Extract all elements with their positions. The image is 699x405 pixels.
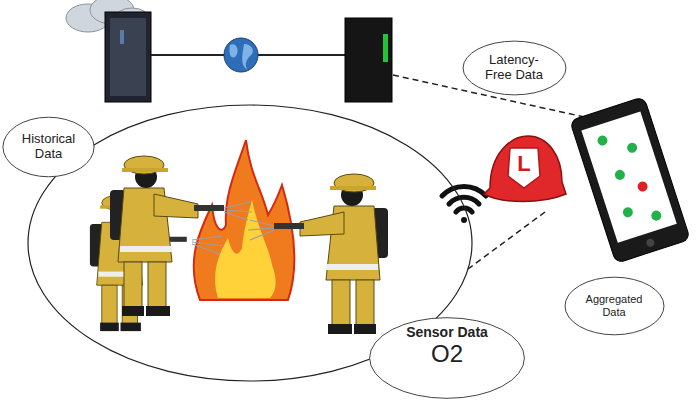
globe	[224, 38, 258, 72]
fire-part	[194, 140, 295, 300]
edge-server	[345, 18, 392, 102]
node-label: Historical Data	[16, 132, 81, 162]
helmet-badge: L	[482, 132, 566, 212]
tablet-part	[645, 238, 655, 248]
wifi-symbol-part	[449, 197, 479, 204]
globe-part	[229, 44, 252, 70]
network-line	[151, 54, 224, 56]
callout-bubble: Aggregated Data	[564, 276, 665, 336]
tablet-part	[570, 97, 691, 264]
network-line	[258, 54, 345, 56]
water-spray	[192, 202, 274, 254]
wifi-symbol-part	[456, 208, 472, 212]
wifi-symbol	[442, 186, 486, 223]
wifi-symbol-part	[442, 186, 486, 196]
wifi-symbol-part	[461, 217, 467, 223]
cloud-server-part	[110, 18, 146, 96]
helmet-shield	[508, 148, 540, 188]
callout-bubble: Latency-Free Data	[462, 40, 567, 96]
tablet-part	[581, 111, 676, 242]
fire	[194, 140, 295, 300]
callout-bubble: Historical Data	[2, 116, 95, 178]
node-label: Latency-Free Data	[477, 53, 551, 83]
node-label: Aggregated Data	[579, 293, 650, 318]
sensor-bubble: Sensor DataO2	[368, 316, 526, 400]
cloud-server	[105, 12, 151, 102]
node-label: L	[517, 151, 530, 176]
firefighters	[90, 156, 388, 334]
ellipse-outline	[3, 117, 94, 177]
sensor-symbol: O2	[431, 340, 463, 368]
firefighters-part	[110, 156, 224, 316]
water-spray-part	[192, 236, 224, 254]
ellipse-outline	[370, 318, 525, 399]
node-label: Sensor Data	[406, 324, 488, 340]
water-spray-part	[248, 220, 274, 240]
firefighters-part	[274, 174, 388, 334]
helmet-shell	[484, 136, 566, 202]
tablet-part	[622, 206, 635, 219]
fire-part	[215, 200, 276, 298]
edge-server-part	[345, 18, 392, 102]
cloud-server-part	[120, 30, 124, 44]
water-spray-part	[224, 202, 252, 220]
globe-part	[224, 38, 258, 72]
wireless-link	[468, 212, 545, 269]
tablet-part	[636, 180, 649, 193]
ellipse-outline	[565, 277, 664, 335]
tablet-part	[626, 141, 639, 154]
tablet-part	[596, 134, 609, 147]
tablet	[570, 97, 691, 264]
ellipse-outline	[463, 41, 566, 95]
cloud-server-part	[105, 12, 151, 102]
edge-server-part	[383, 34, 388, 62]
tablet-part	[650, 209, 663, 222]
tablet-part	[614, 169, 627, 182]
